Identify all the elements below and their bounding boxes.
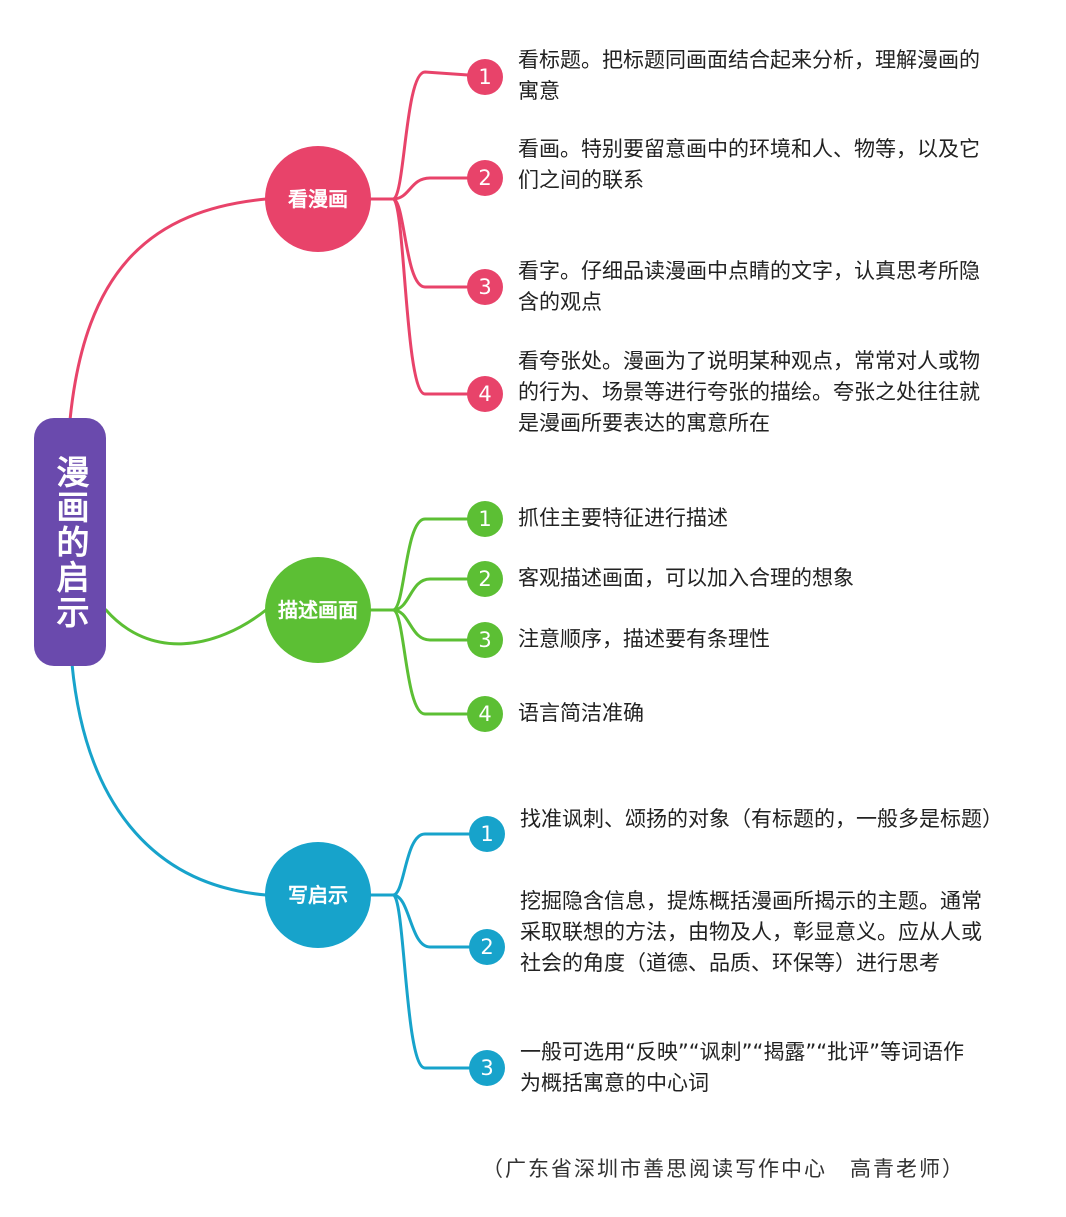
- connector-b2-item-3: [391, 608, 470, 642]
- root-title: 漫画的启示: [51, 454, 90, 630]
- leaf-text: 看画。特别要留意画中的环境和人、物等，以及它们之间的联系: [518, 137, 980, 192]
- leaf-text: 挖掘隐含信息，提炼概括漫画所揭示的主题。通常采取联想的方法，由物及人，彰显意义。…: [520, 889, 982, 975]
- branch-node-describe-picture: 描述画面: [265, 557, 371, 663]
- number-badge: 3: [467, 622, 503, 658]
- connector-b1-item-2: [391, 176, 470, 201]
- number-badge: 2: [467, 160, 503, 196]
- leaf-text: 抓住主要特征进行描述: [518, 506, 728, 530]
- number-badge: 2: [469, 929, 505, 965]
- connector-b2-item-1: [369, 517, 470, 612]
- leaf-text: 语言简洁准确: [518, 701, 644, 725]
- connector-b3-item-1: [369, 832, 472, 897]
- author-credit: （广东省深圳市善思阅读写作中心 高青老师）: [482, 1157, 965, 1181]
- number-badge: 3: [469, 1050, 505, 1086]
- connector-root-branch-2: [104, 608, 268, 646]
- leaf-text: 找准讽刺、颂扬的对象（有标题的，一般多是标题）: [520, 807, 1003, 831]
- connector-b2-item-2: [391, 577, 470, 612]
- connector-b2-item-4: [391, 608, 470, 716]
- leaf-text: 一般可选用“反映”“讽刺”“揭露”“批评”等词语作为概括寓意的中心词: [520, 1040, 965, 1095]
- connector-b3-item-3: [391, 893, 472, 1070]
- number-badge: 2: [467, 561, 503, 597]
- connector-b3-item-2: [391, 893, 472, 949]
- leaf-text: 看夸张处。漫画为了说明某种观点，常常对人或物的行为、场景等进行夸张的描绘。夸张之…: [518, 349, 980, 435]
- leaf-text: 注意顺序，描述要有条理性: [518, 627, 770, 651]
- branch-title: 看漫画: [288, 187, 348, 211]
- number-badge: 4: [467, 696, 503, 732]
- root-node: 漫画的启示: [34, 418, 106, 666]
- number-badge: 4: [467, 376, 503, 412]
- connector-b1-item-1: [369, 70, 470, 201]
- leaf-text: 客观描述画面，可以加入合理的想象: [518, 566, 854, 590]
- connector-root-branch-1: [68, 197, 268, 422]
- branch-node-view-comic: 看漫画: [265, 146, 371, 252]
- branch-title: 写启示: [288, 883, 348, 907]
- number-badge: 3: [467, 269, 503, 305]
- branch-title: 描述画面: [278, 598, 358, 622]
- branch-node-write-insight: 写启示: [265, 842, 371, 948]
- number-badge: 1: [467, 59, 503, 95]
- connector-b1-item-4: [391, 197, 470, 396]
- number-badge: 1: [467, 501, 503, 537]
- leaf-text: 看标题。把标题同画面结合起来分析，理解漫画的寓意: [518, 48, 980, 103]
- number-badge: 1: [469, 816, 505, 852]
- leaf-text: 看字。仔细品读漫画中点睛的文字，认真思考所隐含的观点: [518, 259, 980, 314]
- connector-root-branch-3: [70, 662, 268, 897]
